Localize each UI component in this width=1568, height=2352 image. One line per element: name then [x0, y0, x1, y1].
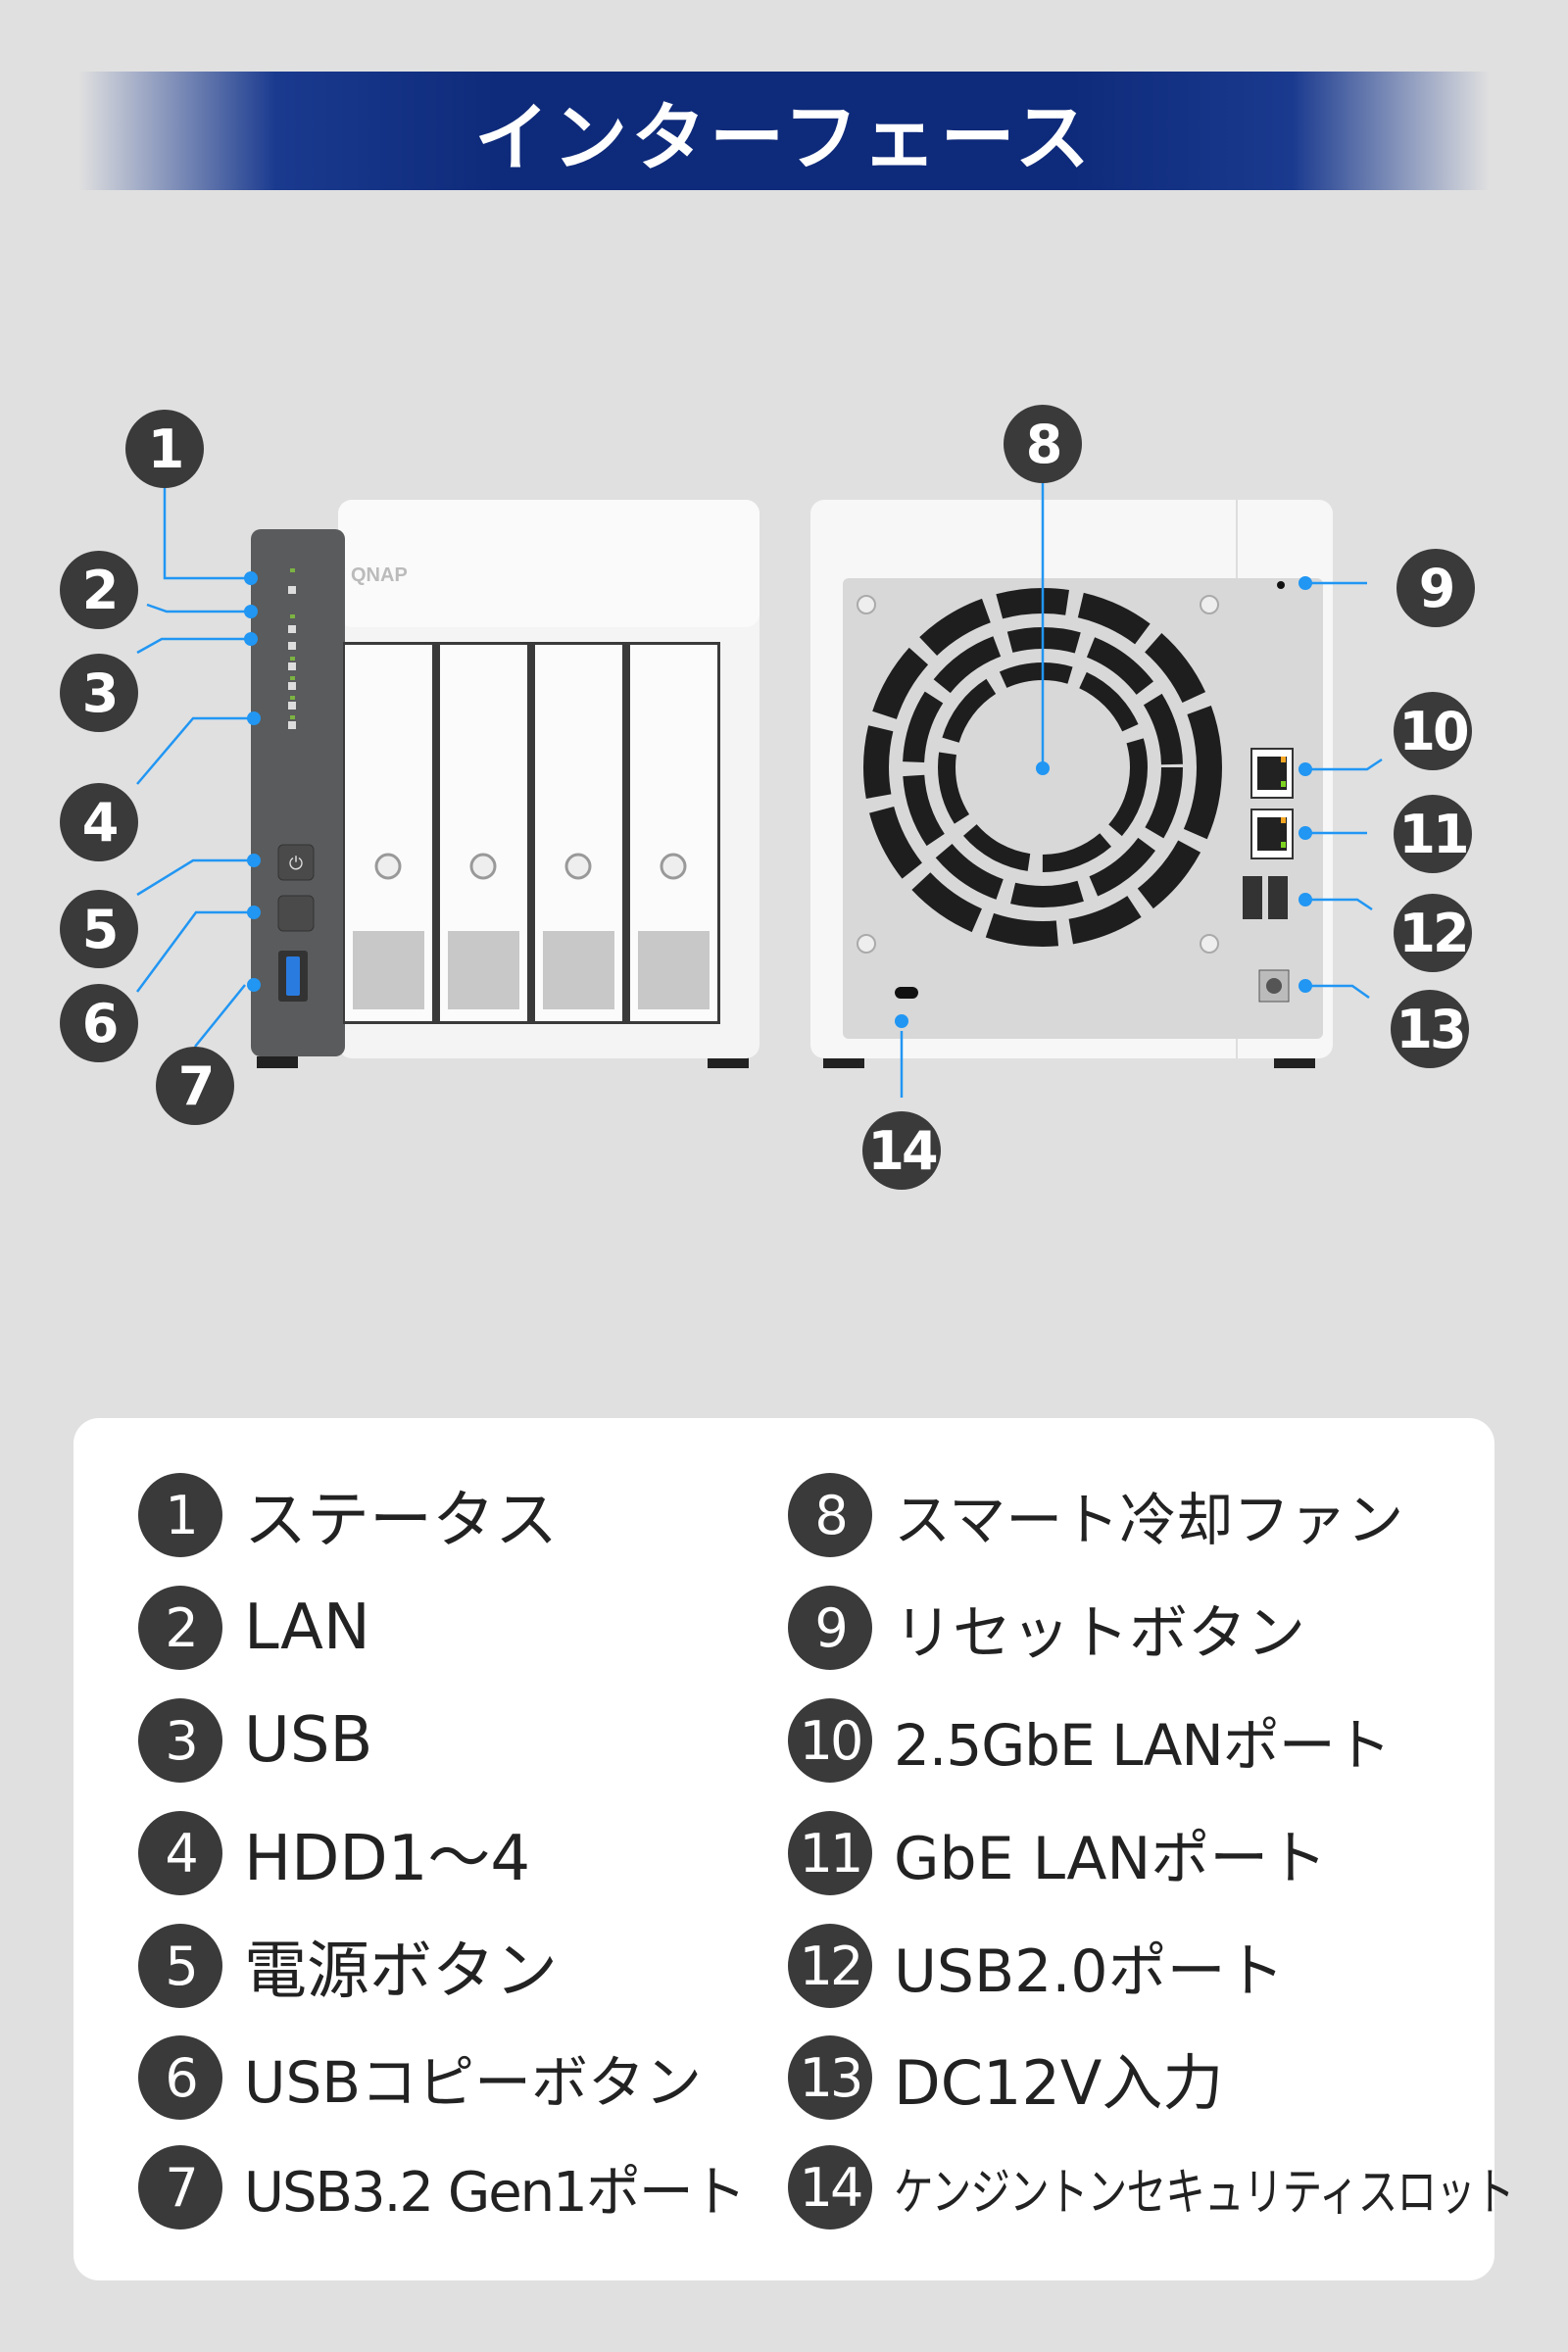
legend-label: USB3.2 Gen1ポート — [244, 2160, 747, 2225]
callout-11: 11 — [1394, 795, 1472, 873]
legend-number: 2 — [138, 1586, 222, 1670]
nas-front-view: QNAP ⏻ — [251, 500, 760, 1068]
legend-item: 7 USB3.2 Gen1ポート — [138, 2143, 747, 2231]
front-control-panel — [251, 529, 345, 1056]
legend-number: 9 — [788, 1586, 872, 1670]
legend-label: HDD1～4 — [244, 1823, 531, 1895]
legend-number: 10 — [788, 1698, 872, 1783]
legend-label: USB — [244, 1704, 373, 1777]
legend-item: 3 USB — [138, 1696, 372, 1785]
callout-4: 4 — [60, 783, 138, 861]
power-button — [277, 844, 315, 881]
callout-5: 5 — [60, 890, 138, 968]
legend-item: 5 電源ボタン — [138, 1922, 558, 2010]
legend-number: 5 — [138, 1924, 222, 2008]
callout-3: 3 — [60, 654, 138, 732]
legend-item: 4 HDD1～4 — [138, 1809, 530, 1897]
callout-14: 14 — [862, 1111, 941, 1190]
legend-number: 3 — [138, 1698, 222, 1783]
legend-label: GbE LANポート — [894, 1824, 1328, 1893]
callout-6: 6 — [60, 984, 138, 1062]
svg-text:⏻: ⏻ — [289, 854, 303, 874]
legend-item: 9 リセットボタン — [788, 1584, 1305, 1672]
kensington-slot — [895, 987, 918, 999]
legend-label: ケンジントンセキュリティスロット — [894, 2163, 1515, 2223]
callout-2: 2 — [60, 551, 138, 629]
legend-label: リセットボタン — [894, 1598, 1305, 1668]
usb2-port-2 — [1268, 876, 1288, 919]
legend-item: 14 ケンジントンセキュリティスロット — [788, 2143, 1568, 2231]
usb2-port-1 — [1243, 876, 1262, 919]
legend-item: 12 USB2.0ポート — [788, 1922, 1285, 2010]
callout-10: 10 — [1394, 692, 1472, 770]
legend-number: 11 — [788, 1811, 872, 1895]
legend-label: 2.5GbE LANポート — [894, 1712, 1392, 1779]
reset-hole — [1277, 581, 1285, 589]
nas-rear-view — [810, 500, 1333, 1068]
legend-item: 10 2.5GbE LANポート — [788, 1696, 1392, 1785]
legend-label: LAN — [244, 1592, 370, 1664]
title-banner: インターフェース — [78, 72, 1490, 190]
legend-label: ステータス — [244, 1485, 558, 1557]
legend-item: 2 LAN — [138, 1584, 370, 1672]
page-title: インターフェース — [474, 93, 1094, 181]
legend-label: USBコピーボタン — [244, 2049, 703, 2116]
callout-1: 1 — [125, 410, 204, 488]
callout-7: 7 — [156, 1047, 234, 1125]
legend-number: 6 — [138, 2035, 222, 2120]
leader-lines — [135, 454, 1383, 1098]
usb-copy-button — [277, 895, 315, 932]
legend-card: 1 ステータス 2 LAN 3 USB 4 HDD1～4 5 電源ボタン 6 USBコピーボ… — [74, 1418, 1515, 2280]
legend-number: 13 — [788, 2035, 872, 2120]
qnap-logo: QNAP — [351, 564, 408, 586]
leader-dots — [244, 571, 1312, 1028]
callout-13: 13 — [1391, 990, 1469, 1068]
legend-number: 1 — [138, 1473, 222, 1557]
legend-number: 8 — [788, 1473, 872, 1557]
callout-12: 12 — [1394, 894, 1472, 972]
legend-item: 11 GbE LANポート — [788, 1809, 1327, 1897]
legend-item: 13 DC12V入力 — [788, 2034, 1223, 2122]
legend-number: 12 — [788, 1924, 872, 2008]
legend-label: USB2.0ポート — [894, 1936, 1285, 2006]
legend-number: 4 — [138, 1811, 222, 1895]
legend-item: 6 USBコピーボタン — [138, 2034, 702, 2122]
legend-item: 1 ステータス — [138, 1471, 558, 1559]
legend-label: 電源ボタン — [244, 1936, 558, 2008]
callout-9: 9 — [1396, 549, 1475, 627]
callout-8: 8 — [1004, 405, 1082, 483]
legend-label: DC12V入力 — [894, 2047, 1224, 2119]
legend-label: スマート冷却ファン — [894, 1487, 1404, 1553]
legend-number: 14 — [788, 2145, 872, 2230]
product-illustration: QNAP ⏻ — [135, 454, 1383, 1098]
legend-number: 7 — [138, 2145, 222, 2230]
legend-item: 8 スマート冷却ファン — [788, 1471, 1403, 1559]
